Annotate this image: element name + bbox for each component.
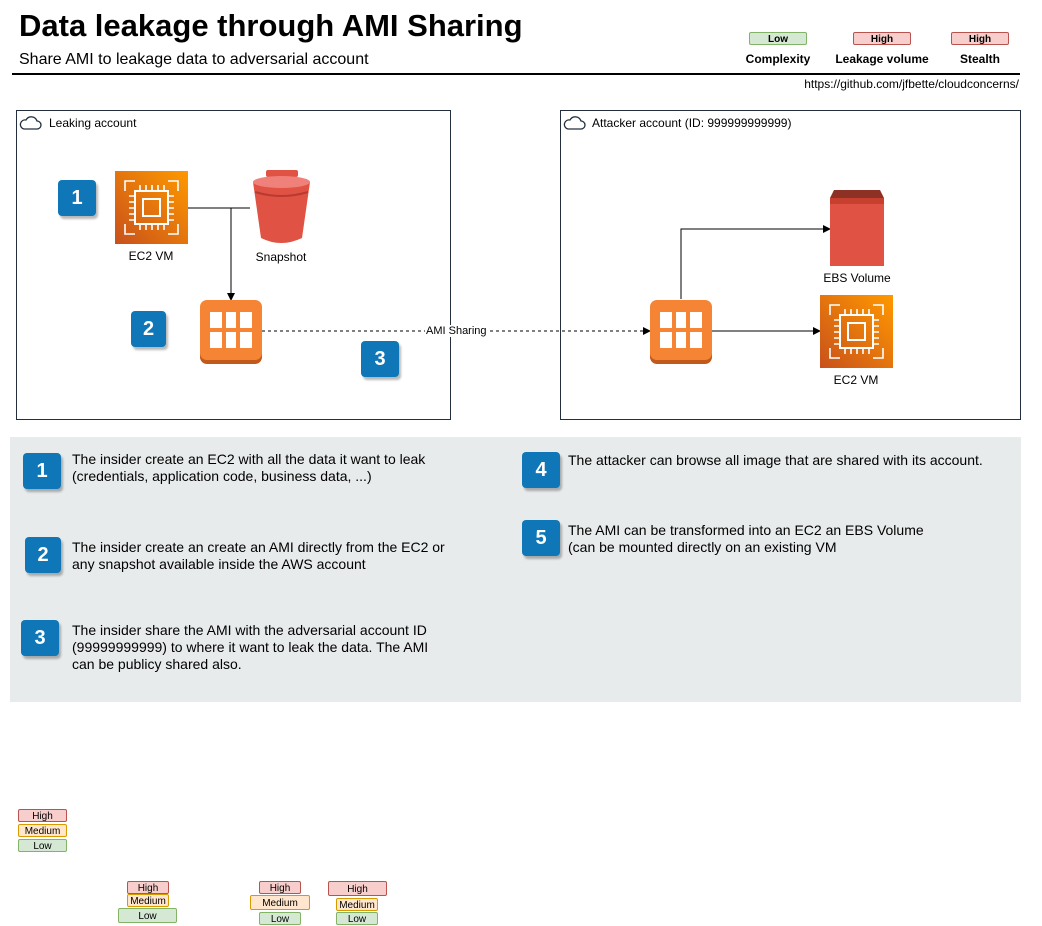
swatch-low: Low [336,912,378,925]
header-divider [12,73,1020,75]
ec2-vm-attacker-label: EC2 VM [833,373,879,387]
step-1-text: The insider create an EC2 with all the d… [72,451,425,485]
diagram-marker-2: 2 [131,311,166,347]
page-title: Data leakage through AMI Sharing [19,8,523,43]
ebs-volume-icon [830,190,884,266]
rating-complexity-label: Complexity [745,52,811,66]
step-3-line-1: The insider share the AMI with the adver… [72,622,427,638]
steps-panel [10,437,1021,702]
attacker-account-label: Attacker account (ID: 999999999999) [592,116,792,130]
diagram-marker-1: 1 [58,180,96,216]
swatch-medium: Medium [336,898,378,911]
step-5-line-2: (can be mounted directly on an existing … [568,539,837,555]
edge-ami-to-ebs [680,225,831,299]
source-url: https://github.com/jfbette/cloudconcerns… [804,77,1019,91]
attacker-account-group [560,110,1021,420]
snapshot-label: Snapshot [255,250,307,264]
ami-icon [650,300,712,364]
ec2-icon [820,295,893,368]
rating-stealth-badge: High [951,32,1009,45]
step-3-line-2: (99999999999) to where it want to leak t… [72,639,429,655]
step-5-line-1: The AMI can be transformed into an EC2 a… [568,522,924,538]
step-marker-3: 3 [21,620,59,656]
swatch-high: High [18,809,67,822]
ec2-icon [115,171,188,244]
swatch-medium: Medium [18,824,67,837]
page-subtitle: Share AMI to leakage data to adversarial… [19,51,369,68]
step-4-line-1: The attacker can browse all image that a… [568,452,983,468]
rating-leakage-volume-badge: High [853,32,911,45]
swatch-medium: Medium [127,894,169,907]
step-5-text: The AMI can be transformed into an EC2 a… [568,522,924,556]
leaking-account-group [16,110,451,420]
step-marker-2: 2 [25,537,61,573]
swatch-high: High [127,881,169,894]
edge-label-ami-sharing: AMI Sharing [425,325,488,337]
step-1-line-2: (credentials, application code, business… [72,468,372,484]
cloud-icon [19,116,42,130]
swatch-low: Low [118,908,177,923]
step-marker-5: 5 [522,520,560,556]
swatch-medium: Medium [250,895,310,910]
swatch-low: Low [18,839,67,852]
rating-stealth-label: Stealth [959,52,1000,66]
swatch-low: Low [259,912,301,925]
leaking-account-label: Leaking account [49,116,137,130]
cloud-icon [563,116,586,130]
step-2-line-1: The insider create an create an AMI dire… [72,539,445,555]
step-3-text: The insider share the AMI with the adver… [72,622,428,673]
edge-ec2-to-ami [188,207,235,301]
step-marker-1: 1 [23,453,61,489]
ebs-volume-label: EBS Volume [823,271,891,285]
step-4-text: The attacker can browse all image that a… [568,452,983,469]
ami-icon [200,300,262,364]
step-3-line-3: can be publicy shared also. [72,656,242,672]
diagram-marker-3: 3 [361,341,399,377]
step-1-line-1: The insider create an EC2 with all the d… [72,451,426,467]
swatch-high: High [328,881,387,896]
rating-complexity-badge: Low [749,32,807,45]
step-marker-4: 4 [522,452,560,488]
step-2-text: The insider create an create an AMI dire… [72,539,445,573]
swatch-high: High [259,881,301,894]
rating-leakage-volume-label: Leakage volume [835,52,929,66]
ec2-vm-label: EC2 VM [128,249,174,263]
snapshot-bucket-icon [253,170,310,243]
step-2-line-2: any snapshot available inside the AWS ac… [72,556,366,572]
